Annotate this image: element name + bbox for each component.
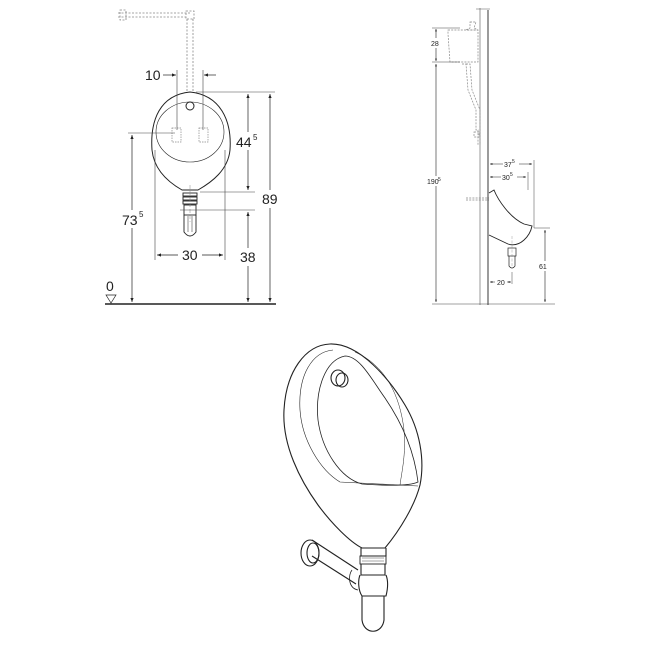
svg-text:5: 5 xyxy=(139,210,144,219)
dim-total-height: 89 xyxy=(262,191,278,207)
dim-top-offset: 10 xyxy=(145,67,161,83)
cistern xyxy=(447,21,481,145)
side-view: 28 190 5 37 5 30 5 20 61 xyxy=(426,8,555,305)
svg-text:5: 5 xyxy=(512,159,515,165)
level-marker-icon xyxy=(105,294,117,304)
dim-depth-inner: 30 xyxy=(502,175,510,182)
floor-level-label: 0 xyxy=(106,278,114,294)
dim-rim-height: 73 xyxy=(122,212,138,228)
svg-text:5: 5 xyxy=(510,172,513,178)
dim-height-top: 44 xyxy=(236,134,252,150)
dim-outlet-height: 38 xyxy=(240,249,256,265)
dim-cistern: 28 xyxy=(431,41,439,48)
fixing-points xyxy=(171,127,209,143)
side-extension-lines xyxy=(432,27,555,305)
dim-width: 30 xyxy=(182,247,198,263)
svg-text:5: 5 xyxy=(253,133,258,142)
perspective-view xyxy=(283,343,423,632)
supply-pipe xyxy=(118,9,195,92)
urinal-side xyxy=(466,189,533,269)
dim-cistern-height: 190 xyxy=(427,179,439,186)
dim-depth-outer: 37 xyxy=(504,162,512,169)
dim-outlet-depth: 20 xyxy=(497,280,505,287)
svg-text:5: 5 xyxy=(438,177,441,183)
front-view: 10 44 5 89 73 5 30 38 0 xyxy=(105,9,282,305)
extension-lines xyxy=(128,70,275,260)
urinal-front xyxy=(151,91,231,191)
dim-rim: 61 xyxy=(539,264,547,271)
